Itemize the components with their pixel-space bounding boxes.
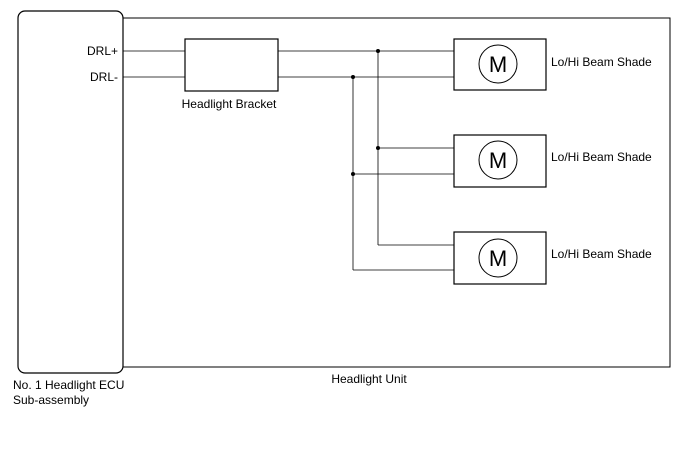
headlight-bracket-box	[184, 38, 279, 92]
motor-symbol: M	[489, 148, 507, 173]
pin-label-drl-negative: DRL-	[90, 70, 118, 84]
motor-box	[453, 134, 547, 188]
motor-1: M	[453, 38, 547, 91]
ecu-box	[17, 10, 124, 374]
headlight-unit-label: Headlight Unit	[331, 372, 407, 386]
motor-symbol: M	[489, 52, 507, 77]
motor-symbol: M	[489, 246, 507, 271]
motor-box	[453, 231, 547, 285]
ecu-name-line2: Sub-assembly	[13, 393, 89, 407]
motor-2: M	[453, 134, 547, 188]
wires	[123, 50, 454, 271]
motor-icon	[478, 140, 518, 180]
motor-3-label: Lo/Hi Beam Shade	[551, 247, 652, 261]
headlight-bracket-label: Headlight Bracket	[182, 97, 277, 111]
junction-dot	[351, 172, 355, 176]
motor-3: M	[453, 231, 547, 285]
motor-box	[453, 38, 547, 91]
motor-icon	[478, 238, 518, 278]
pin-label-drl-positive: DRL+	[87, 44, 118, 58]
motor-2-label: Lo/Hi Beam Shade	[551, 150, 652, 164]
motor-1-label: Lo/Hi Beam Shade	[551, 55, 652, 69]
ecu-name-line1: No. 1 Headlight ECU	[13, 378, 124, 392]
junction-dot	[376, 146, 380, 150]
motor-icon	[478, 44, 518, 84]
junction-dot	[351, 75, 355, 79]
junction-dot	[376, 49, 380, 53]
